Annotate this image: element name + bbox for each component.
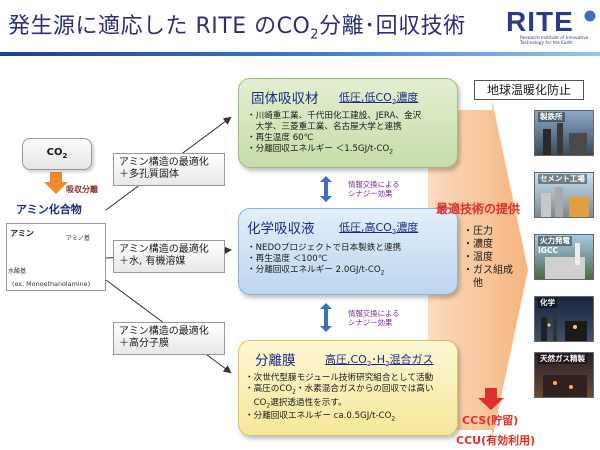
synergy-label-2: 情報交換によるシナジー効果 [348, 309, 400, 327]
co2-label: CO2 [46, 147, 68, 160]
molecule-amine-label: アミン [10, 229, 34, 238]
synergy-label-1: 情報交換によるシナジー効果 [348, 180, 400, 198]
absorption-separation-label: 吸収分離 [66, 185, 98, 194]
solid-sorbent-title: 固体吸収材 [251, 91, 319, 107]
logo-globe-icon [583, 9, 597, 23]
synergy-arrow-1 [320, 176, 332, 202]
amine-compound-label: アミン化合物 [16, 203, 82, 216]
co2-down-arrow [44, 172, 68, 194]
chemical-absorbent-box: 化学吸収液 低圧,高CO2濃度 ・NEDOプロジェクトで日本製鉄と連携 ・再生温… [238, 208, 458, 295]
chemical-plant-photo: 化学 [534, 296, 594, 342]
optimal-technology-label: 最適技術の提供 [436, 202, 521, 216]
ccu-label: CCU(有効利用) [456, 434, 536, 447]
molecule-example-label: (ex. Monoethanolamine) [12, 280, 91, 288]
synergy-arrow-2 [320, 303, 332, 332]
amino-group-label: アミノ基 [66, 235, 90, 242]
title-underline [0, 52, 600, 56]
option-porous-solid: アミン構造の最適化＋多孔質固体 [113, 153, 225, 186]
chemical-absorbent-details: ・NEDOプロジェクトで日本製鉄と連携 ・再生温度 ＜100℃ ・分離回収エネル… [247, 243, 402, 277]
co2-source-box [22, 138, 92, 170]
chemical-absorbent-title: 化学吸収液 [247, 221, 315, 237]
steel-plant-photo: 製鉄所 [534, 110, 594, 156]
cement-plant-photo: セメント工場 [534, 172, 594, 218]
page-title: 発生源に適応した RITE のCO2分離･回収技術 [8, 14, 466, 43]
membrane-condition: 高圧,CO2･H2混合ガス [325, 353, 434, 369]
global-warming-prevention-box: 地球温暖化防止 [474, 80, 584, 100]
solid-sorbent-box: 固体吸収材 低圧,低CO2濃度 ・川崎重工業、千代田化工建設、JERA、金沢 大… [238, 78, 458, 168]
solid-sorbent-details: ・川崎重工業、千代田化工建設、JERA、金沢 大学、三菱重工業、名古屋大学と連携… [247, 111, 422, 156]
criteria-list: ・圧力 ・濃度 ・温度 ・ガス組成 他 [463, 226, 513, 289]
membrane-details: ・次世代型膜モジュール技術研究組合として活動 ・高圧のCO2・水素混合ガスからの… [245, 373, 434, 424]
gas-refining-photo: 天然ガス精製 [534, 352, 594, 398]
thermal-power-photo: 火力発電 IGCC [534, 234, 594, 280]
option-polymer-membrane: アミン構造の最適化＋高分子膜 [113, 322, 225, 355]
hydroxyl-group-label: 水酸基 [8, 268, 27, 275]
membrane-title: 分離膜 [255, 353, 296, 369]
ccs-down-arrow [478, 388, 504, 410]
molecule-box [6, 223, 106, 291]
option-solvent: アミン構造の最適化＋水, 有機溶媒 [113, 240, 225, 273]
logo-wordmark: RITE [506, 6, 574, 37]
ccs-label: CCS(貯留) [462, 414, 519, 427]
membrane-box: 分離膜 高圧,CO2･H2混合ガス ・次世代型膜モジュール技術研究組合として活動… [238, 340, 458, 436]
solid-sorbent-condition: 低圧,低CO2濃度 [339, 91, 419, 107]
chemical-absorbent-condition: 低圧,高CO2濃度 [339, 221, 419, 237]
